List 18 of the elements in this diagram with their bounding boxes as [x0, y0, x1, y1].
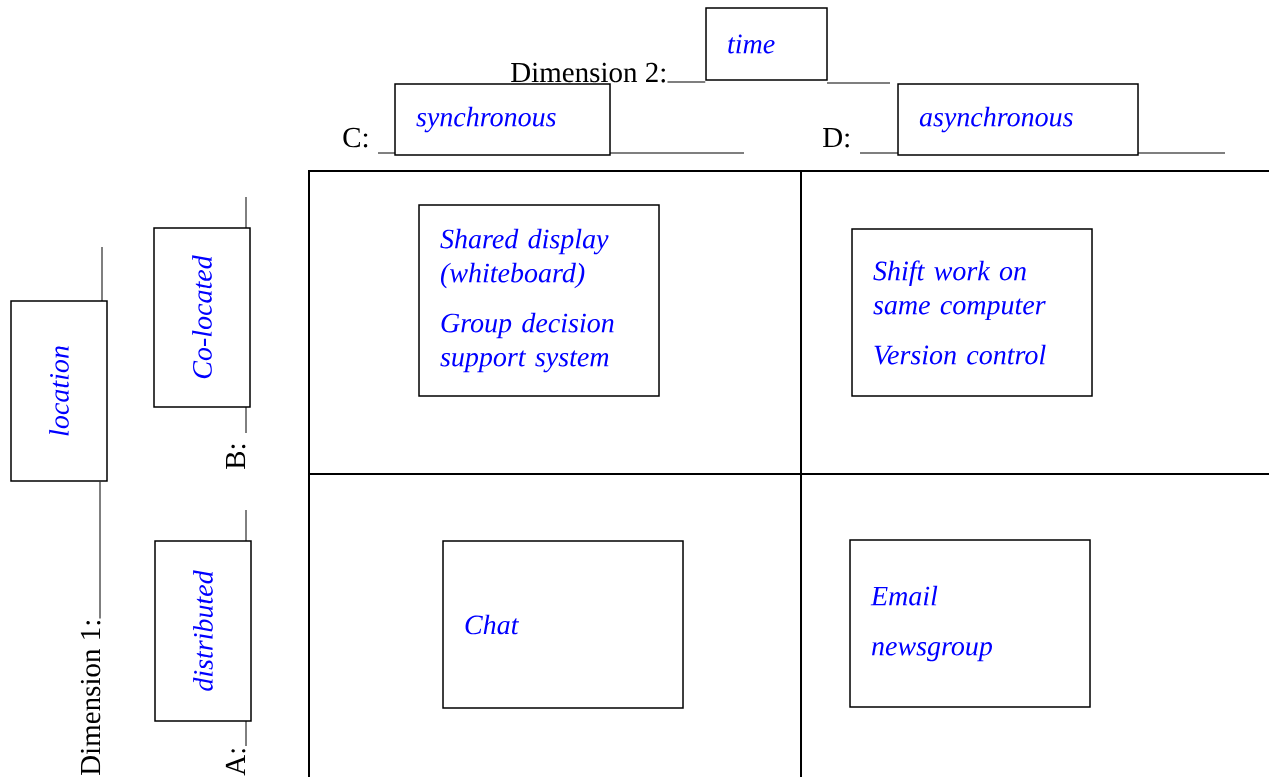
- fill-in-line: [99, 481, 101, 620]
- answer-box: asynchronous: [897, 83, 1139, 156]
- answer-box: Co-located: [153, 227, 251, 408]
- answer-box: distributed: [154, 540, 252, 722]
- answer-box: synchronous: [394, 83, 611, 156]
- field-label: Dimension 1:: [80, 621, 101, 775]
- field-label: C:: [343, 127, 368, 148]
- example-box: Shared display (whiteboard) Group decision support system: [418, 204, 660, 397]
- answer-box: time: [705, 7, 828, 81]
- example-box: Shift work on same computer Version control: [851, 228, 1093, 397]
- field-label: A:: [225, 749, 246, 776]
- field-label: D:: [823, 128, 849, 148]
- fill-in-line: [667, 81, 706, 83]
- example-box: Email newsgroup: [849, 539, 1091, 708]
- example-box: Chat: [442, 540, 684, 709]
- answer-box: location: [10, 300, 108, 482]
- field-label: B:: [226, 444, 246, 469]
- field-label: Dimension 2:: [511, 62, 665, 83]
